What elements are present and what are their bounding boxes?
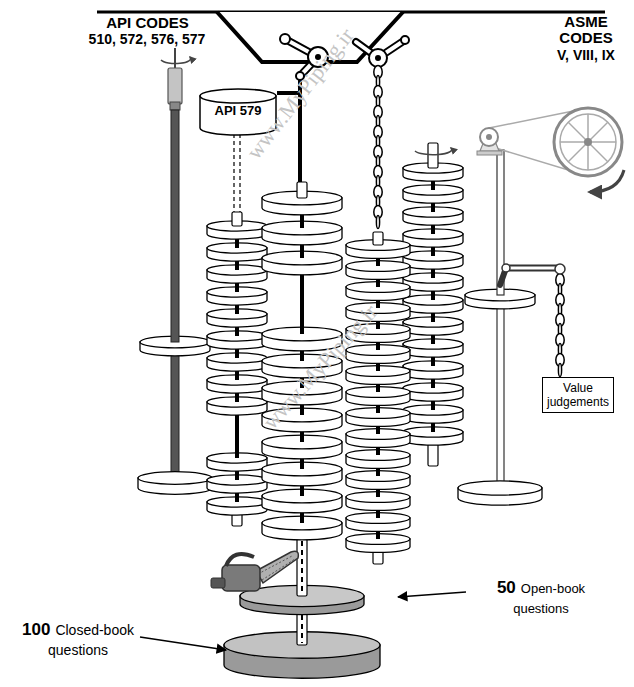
joint: [280, 34, 290, 44]
question-kind: Open-book questions: [513, 581, 585, 616]
code-label: ASME CODES: [547, 14, 625, 46]
stacks: [138, 66, 564, 679]
question-kind: Closed-book questions: [48, 622, 134, 658]
dashed-link: [233, 134, 234, 212]
code-label: 510, 572, 576, 577: [68, 31, 226, 47]
node-text: Value judgements: [547, 381, 609, 409]
chainsaw-handle: [226, 554, 254, 566]
code-label: API CODES: [80, 14, 215, 31]
elbow-arm: [506, 267, 560, 270]
rotation-arrow: [590, 170, 624, 192]
pulley-hub: [486, 134, 492, 140]
stack-post: [428, 143, 438, 168]
disc-top: [458, 481, 542, 495]
api-pole-handle: [168, 68, 182, 104]
joint: [555, 264, 565, 274]
wheel-spokes: [560, 114, 616, 170]
chainsaw-chain: [258, 556, 295, 580]
pulley-base: [477, 151, 502, 155]
question-count: 50: [497, 578, 516, 597]
code-label: V, VIII, IX: [540, 47, 632, 63]
pointer-arrow: [140, 637, 226, 650]
pointer-arrow: [398, 592, 466, 597]
question-count: 100: [22, 620, 50, 639]
pulley: [369, 49, 387, 67]
spoke: [568, 122, 608, 162]
api-pole: [171, 110, 179, 342]
api-pole: [171, 342, 179, 478]
stack-post: [297, 182, 307, 198]
asme-pole: [497, 295, 504, 488]
chainsaw-grip: [211, 578, 225, 588]
chainsaw-bar: [256, 551, 298, 583]
joint: [401, 36, 409, 44]
joint: [502, 264, 510, 272]
question-note: 50Open-book questions: [470, 578, 612, 618]
rod-centerline: [301, 532, 303, 594]
stack-post: [232, 212, 242, 226]
wheel: [554, 108, 622, 176]
pulley-hub: [375, 55, 381, 61]
stack-post: [373, 232, 383, 245]
rotation-arrow: [415, 148, 452, 155]
pulley: [480, 128, 498, 146]
elbow-arm: [506, 265, 560, 272]
chain-link: [376, 216, 379, 229]
wheel-rim: [560, 114, 616, 170]
wheel-hub: [584, 138, 592, 146]
api-pole-tip: [174, 48, 176, 68]
cylinder-top: [200, 89, 276, 103]
spoke: [568, 122, 608, 162]
chain-link: [558, 364, 561, 377]
rotation-arrow: [161, 57, 191, 64]
question-note: 100Closed-book questions: [3, 620, 153, 660]
node-text: API 579: [215, 103, 262, 118]
dashed-link: [239, 134, 240, 212]
api-pole-collar: [170, 102, 180, 110]
chainsaw-body: [222, 565, 260, 591]
process-box: Value judgements: [542, 377, 614, 413]
disc-top: [138, 472, 212, 485]
